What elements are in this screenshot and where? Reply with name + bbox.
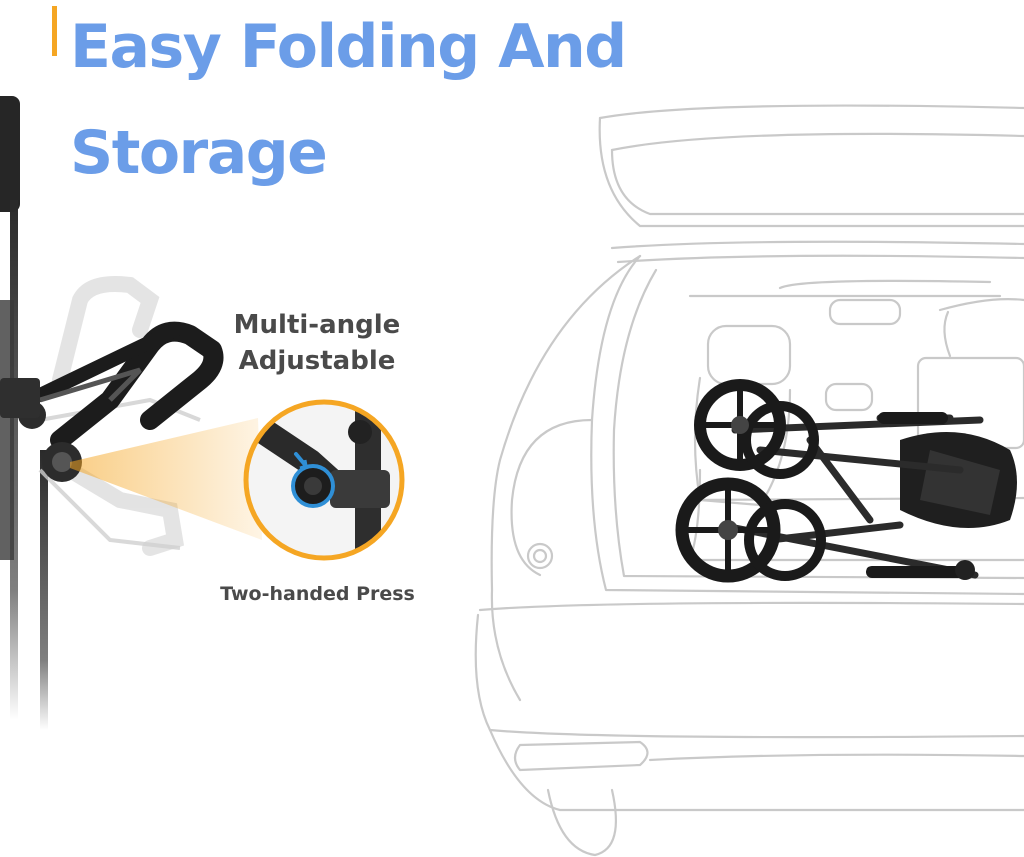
title-line-1: Easy Folding And (70, 12, 627, 82)
zoom-detail (243, 399, 405, 561)
page-title: Easy Folding And Storage (70, 0, 627, 206)
multi-angle-line-1: Multi-angle (233, 310, 401, 340)
multi-angle-line-2: Adjustable (238, 346, 396, 376)
heading-accent-bar (52, 6, 57, 56)
folded-rollator-icon (675, 379, 1017, 583)
title-line-2: Storage (70, 118, 328, 188)
standing-rollator (0, 96, 262, 730)
two-handed-press-label: Two-handed Press (220, 583, 415, 605)
multi-angle-label: Multi-angle Adjustable (222, 307, 412, 379)
